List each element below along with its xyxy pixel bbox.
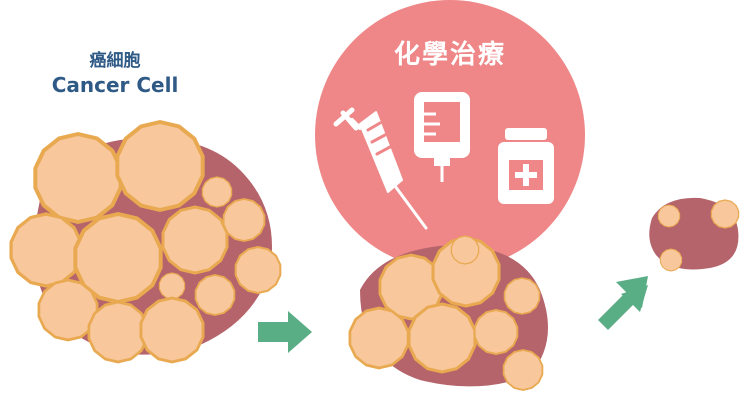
residual-cell-cluster bbox=[649, 197, 740, 272]
arrow-shaft bbox=[598, 294, 634, 330]
cancer-cell-label-en: Cancer Cell bbox=[51, 73, 179, 97]
cell bbox=[158, 272, 186, 300]
cell bbox=[139, 296, 205, 364]
cell bbox=[659, 248, 683, 272]
cell bbox=[710, 199, 740, 229]
cancer-cell-label-zh: 癌細胞 bbox=[89, 51, 141, 71]
right-arrow-icon bbox=[258, 311, 312, 353]
chemotherapy-title: 化學治療 bbox=[393, 40, 506, 70]
syringe-icon bbox=[333, 107, 428, 230]
cell bbox=[657, 204, 681, 228]
cancer-cell-cluster bbox=[9, 120, 282, 364]
cell bbox=[222, 198, 266, 242]
cell bbox=[33, 132, 123, 224]
cell bbox=[87, 300, 149, 364]
cell bbox=[407, 302, 477, 374]
cell bbox=[115, 120, 205, 212]
cell bbox=[9, 212, 83, 288]
cell bbox=[502, 349, 544, 391]
cell bbox=[161, 205, 229, 275]
cell bbox=[194, 274, 236, 316]
iv-bag-icon bbox=[414, 92, 470, 182]
arrow-head bbox=[616, 276, 648, 308]
cancer-cell-label: 癌細胞 Cancer Cell bbox=[40, 50, 190, 98]
cell bbox=[450, 235, 480, 265]
cell bbox=[473, 309, 519, 355]
cell bbox=[503, 277, 541, 315]
shrinking-cell-cluster bbox=[348, 235, 548, 391]
medicine-bottle-icon bbox=[498, 128, 554, 204]
cell bbox=[348, 306, 410, 370]
cell bbox=[201, 176, 233, 208]
cell bbox=[234, 245, 282, 295]
